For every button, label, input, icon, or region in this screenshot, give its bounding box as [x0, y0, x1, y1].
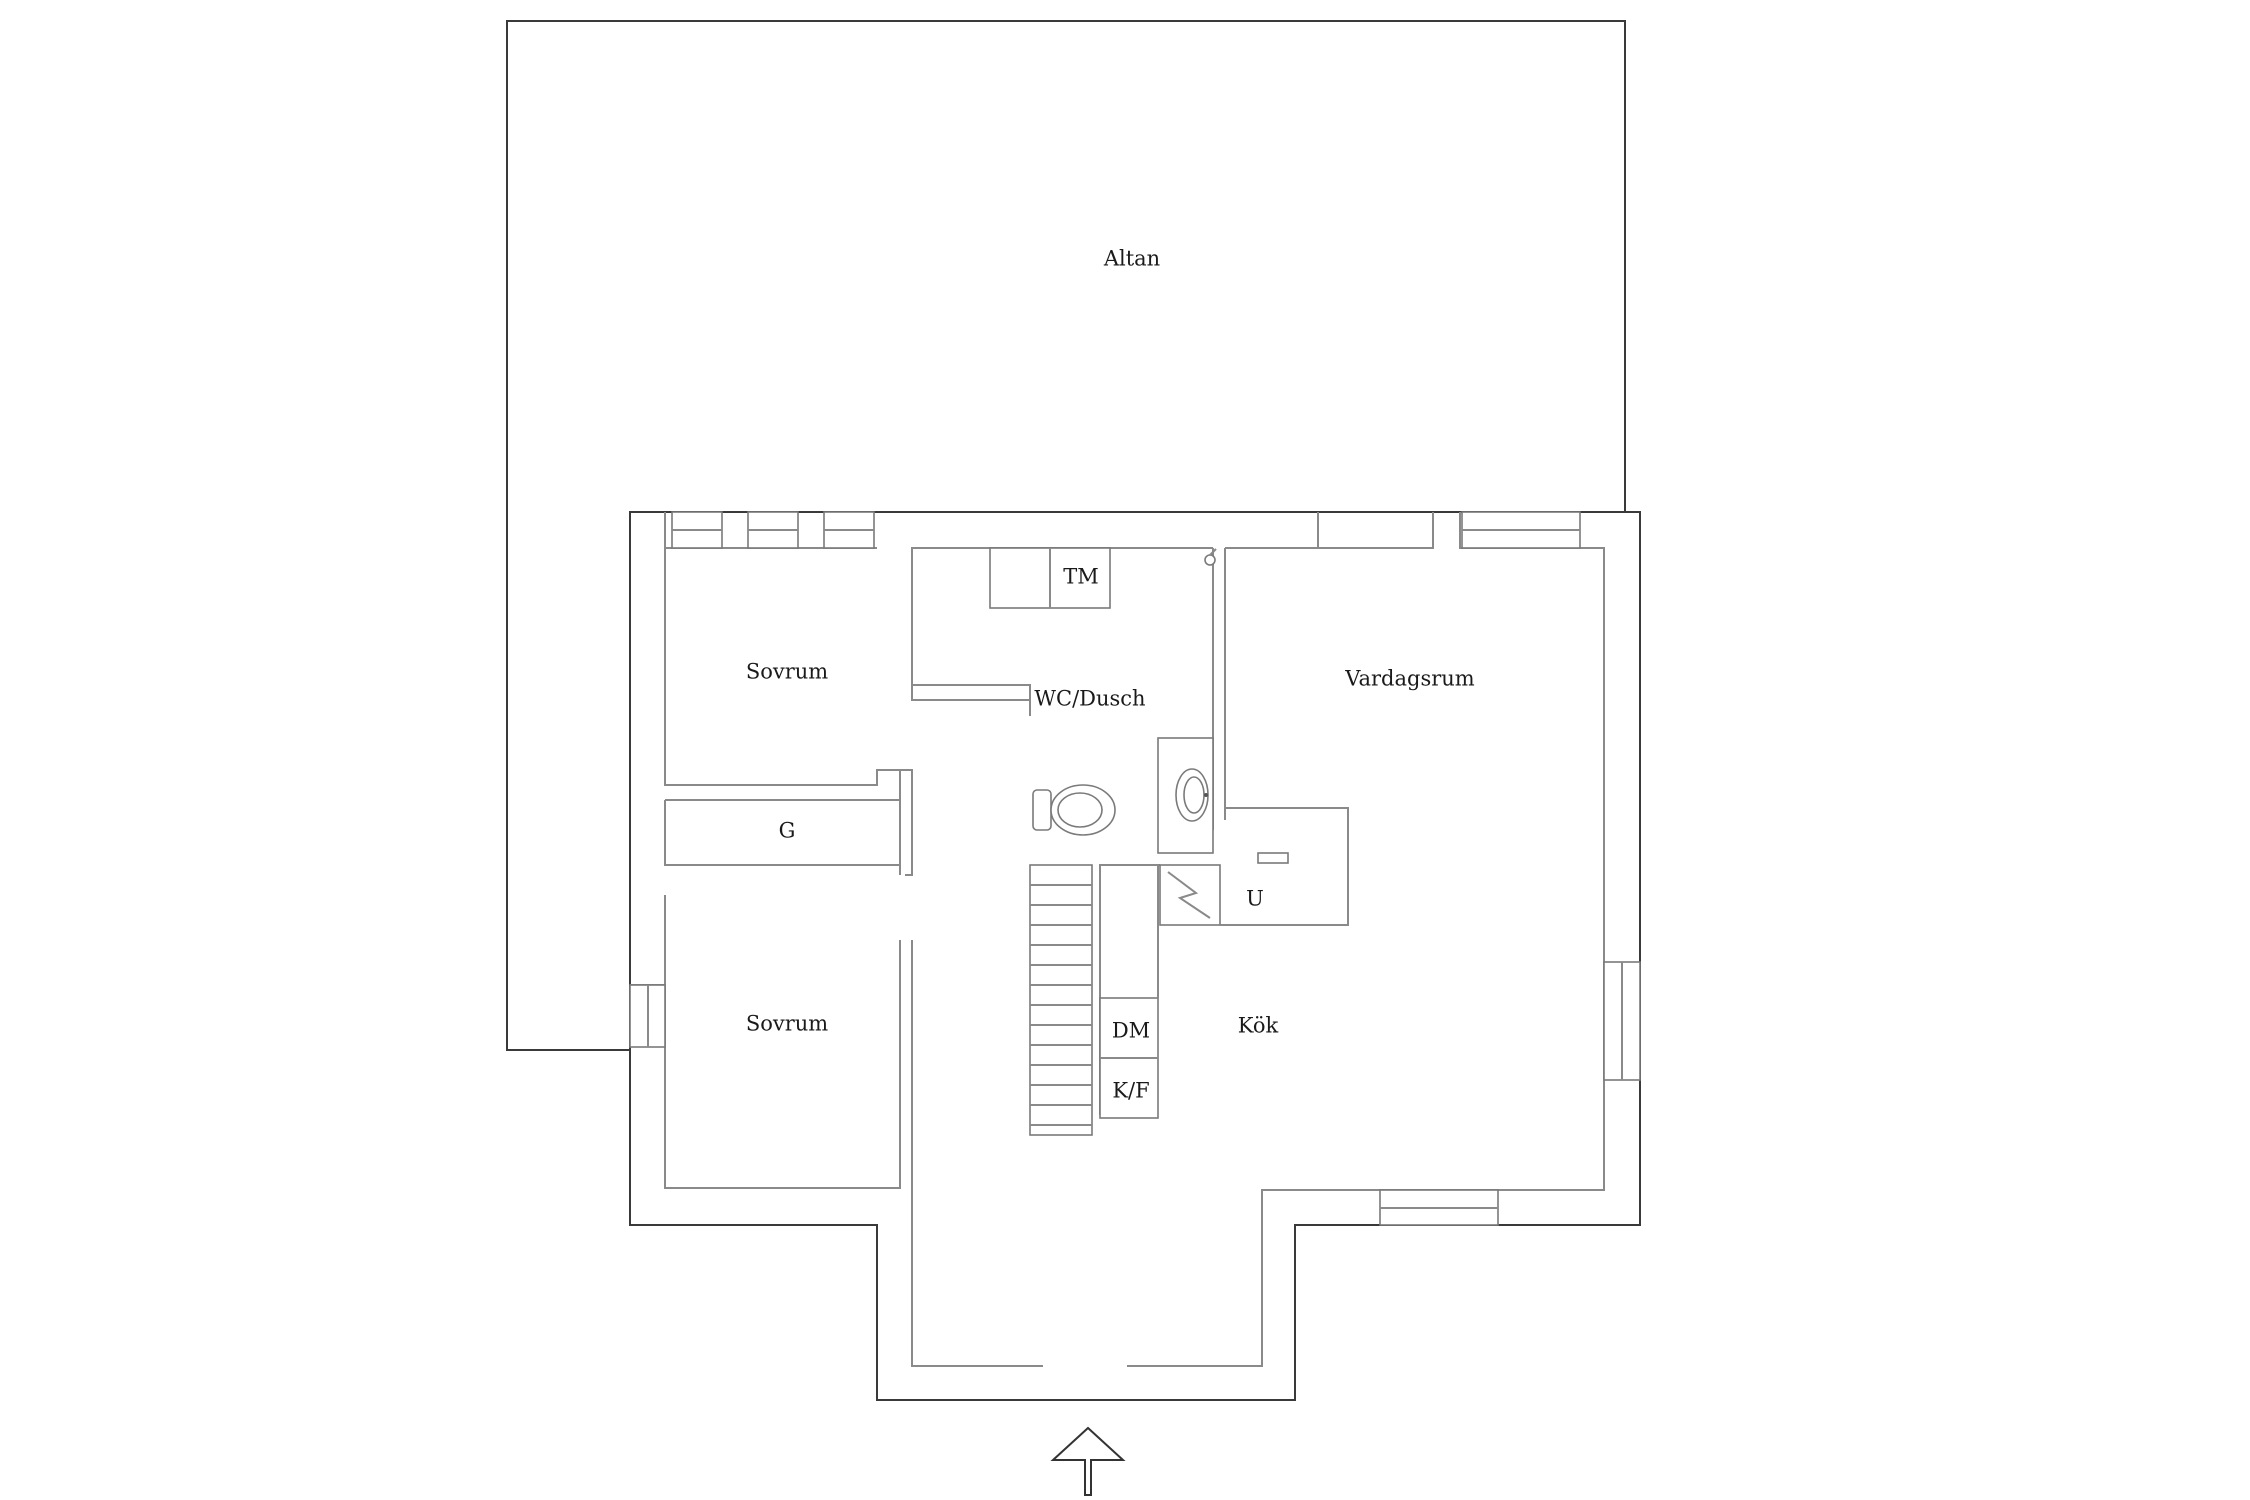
- shower-head-icon: [1204, 548, 1217, 566]
- room-label-altan: Altan: [1103, 247, 1160, 271]
- oven-block: [1220, 807, 1349, 926]
- room-label-garderob: G: [779, 819, 796, 843]
- kitchen-counter: [1099, 865, 1159, 1119]
- windows-north: [671, 511, 1581, 549]
- staircase-icon: [1029, 864, 1093, 1136]
- toilet-icon: [1032, 784, 1116, 836]
- fireplace-icon: [1159, 864, 1221, 926]
- inner-wall-line: [630, 512, 1605, 1367]
- bathroom-partition: [911, 685, 1031, 716]
- appliance-label-dm: DM: [1112, 1019, 1150, 1043]
- room-label-kok: Kök: [1238, 1014, 1279, 1038]
- exterior-walls: [629, 511, 1641, 1401]
- appliance-label-tm: TM: [1063, 565, 1099, 589]
- room-label-sovrum-top: Sovrum: [746, 660, 828, 684]
- bedroom-walls: [664, 769, 913, 876]
- windows-other: [629, 961, 1641, 1226]
- room-label-sovrum-bottom: Sovrum: [746, 1012, 828, 1036]
- entrance-arrow-icon: [1050, 1426, 1126, 1496]
- washing-machine-box: [989, 547, 1111, 609]
- sink-icon: [1175, 768, 1209, 822]
- appliance-label-kf: K/F: [1112, 1079, 1149, 1103]
- room-label-vardagsrum: Vardagsrum: [1344, 667, 1475, 691]
- appliance-label-u: U: [1246, 887, 1264, 911]
- room-label-wc-dusch: WC/Dusch: [1034, 687, 1145, 711]
- terrace-outline: [506, 20, 1626, 1051]
